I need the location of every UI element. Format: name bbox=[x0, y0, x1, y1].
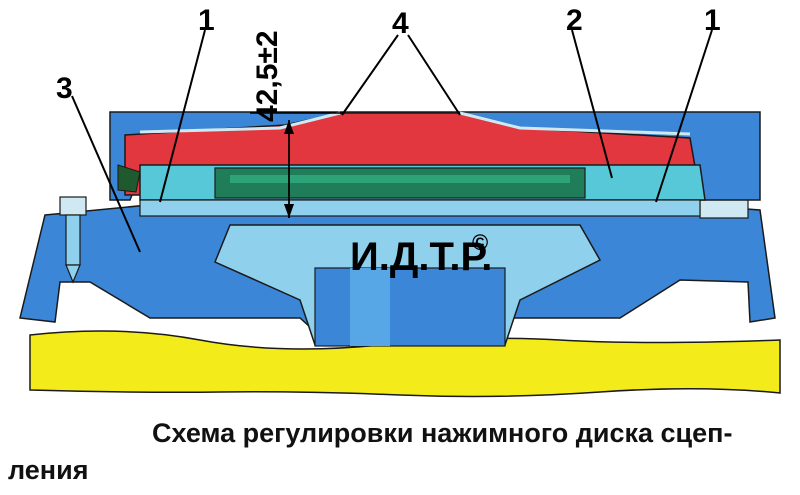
caption-line-1: Схема регулировки нажимного диска сцеп- bbox=[152, 418, 733, 448]
leader-1-right bbox=[655, 29, 713, 203]
caption-line-2: ления bbox=[8, 455, 89, 485]
callout-4: 4 bbox=[392, 7, 409, 40]
leader-3 bbox=[71, 95, 141, 253]
watermark-copyright-symbol: © bbox=[472, 230, 488, 255]
green-ring-shine bbox=[230, 175, 570, 183]
watermark-text: И.Д.Т.Р. bbox=[350, 235, 492, 279]
dimension-label: 42,5±2 bbox=[251, 30, 284, 122]
hub-shaft bbox=[314, 267, 506, 347]
callout-1-left: 1 bbox=[198, 4, 215, 37]
callout-2: 2 bbox=[566, 4, 583, 37]
clamping-ring bbox=[139, 199, 701, 217]
leader-2 bbox=[571, 29, 613, 179]
left-bolt-head bbox=[59, 196, 87, 216]
leader-4-b bbox=[407, 34, 461, 116]
left-clamp-detail bbox=[117, 164, 141, 193]
callout-3: 3 bbox=[56, 72, 73, 105]
left-bolt-shank bbox=[65, 214, 81, 266]
left-bolt-tip bbox=[65, 264, 81, 284]
dimension-arrow-top bbox=[284, 120, 294, 134]
leader-4-a bbox=[341, 34, 399, 116]
hub-shaft-highlight bbox=[350, 268, 390, 346]
dimension-arrow-bottom bbox=[284, 204, 294, 218]
leader-1-left bbox=[159, 29, 206, 203]
yellow-base bbox=[29, 330, 781, 398]
callout-1-right: 1 bbox=[704, 4, 721, 37]
diaphragm-spring bbox=[139, 111, 691, 136]
